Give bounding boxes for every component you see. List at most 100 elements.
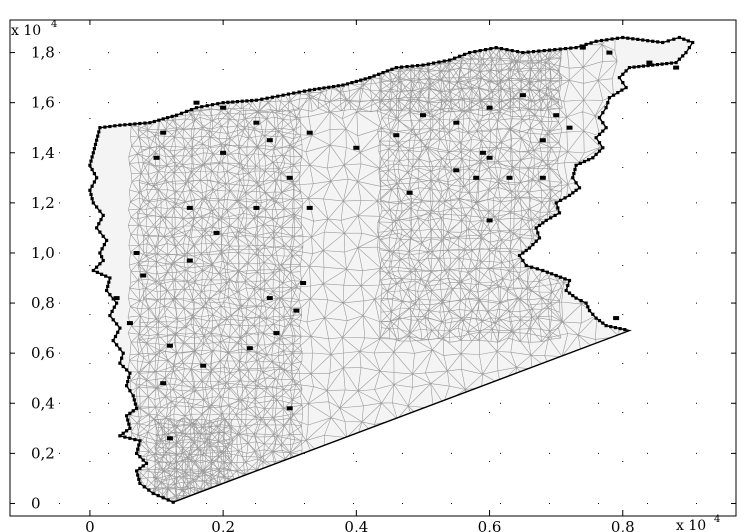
mesh-fine-east xyxy=(377,37,563,343)
boundary-node xyxy=(534,226,538,230)
boundary-node xyxy=(541,268,545,273)
boundary-node xyxy=(621,81,625,85)
boundary-node xyxy=(550,272,554,276)
boundary-node xyxy=(421,63,425,67)
boundary-node xyxy=(599,38,604,43)
sensor-point xyxy=(453,168,460,173)
boundary-node xyxy=(372,74,376,78)
boundary-node xyxy=(231,100,235,104)
boundary-node xyxy=(141,464,145,468)
boundary-node xyxy=(571,294,575,298)
boundary-node xyxy=(665,62,669,66)
boundary-node xyxy=(138,455,142,459)
boundary-node xyxy=(569,46,573,50)
boundary-node xyxy=(136,447,140,451)
boundary-node xyxy=(125,429,129,433)
boundary-node xyxy=(601,129,605,133)
boundary-node xyxy=(135,406,139,410)
boundary-node xyxy=(589,41,593,45)
boundary-node xyxy=(128,389,132,393)
boundary-node xyxy=(531,243,535,247)
boundary-node xyxy=(350,81,354,85)
boundary-node xyxy=(157,118,161,122)
boundary-node xyxy=(144,461,149,465)
boundary-node xyxy=(567,291,572,295)
boundary-node xyxy=(661,40,665,45)
boundary-node xyxy=(125,368,129,372)
boundary-node xyxy=(534,239,538,243)
boundary-node xyxy=(107,280,111,284)
boundary-node xyxy=(97,130,101,134)
sensor-point xyxy=(113,296,120,301)
boundary-node xyxy=(250,98,254,103)
boundary-node xyxy=(136,473,140,477)
boundary-node xyxy=(111,297,115,301)
boundary-node xyxy=(95,226,99,230)
sensor-point xyxy=(486,105,493,110)
boundary-node xyxy=(128,122,132,126)
boundary-node xyxy=(563,47,568,51)
boundary-node xyxy=(567,278,572,283)
sensor-point xyxy=(553,113,560,118)
boundary-node xyxy=(270,95,274,99)
sensor-point xyxy=(253,205,260,210)
sensor-point xyxy=(306,130,313,135)
y-tick-label: 0,8 xyxy=(31,294,55,312)
boundary-node xyxy=(121,351,125,355)
boundary-node xyxy=(210,103,215,107)
boundary-node xyxy=(559,198,563,202)
boundary-node xyxy=(582,159,587,164)
boundary-node xyxy=(631,37,635,41)
boundary-node xyxy=(627,66,631,70)
boundary-node xyxy=(563,196,567,200)
y-tick-label: 0 xyxy=(31,494,41,512)
boundary-node xyxy=(537,49,541,53)
boundary-node xyxy=(174,113,179,117)
sensor-point xyxy=(606,50,613,55)
sensor-point xyxy=(133,251,140,255)
boundary-node xyxy=(302,89,306,93)
boundary-node xyxy=(601,121,605,125)
boundary-node xyxy=(684,51,688,55)
boundary-node xyxy=(687,46,691,50)
boundary-node xyxy=(574,163,578,167)
boundary-node xyxy=(591,156,595,160)
boundary-node xyxy=(152,119,156,124)
boundary-node xyxy=(578,161,582,165)
boundary-node xyxy=(601,321,605,325)
boundary-node xyxy=(544,218,548,222)
x-tick-label: 0,4 xyxy=(344,518,368,532)
y-multiplier-exponent: 4 xyxy=(51,19,57,30)
boundary-node xyxy=(601,146,605,150)
boundary-node xyxy=(545,270,549,274)
boundary-node xyxy=(112,305,116,309)
sensor-point xyxy=(613,316,620,321)
boundary-node xyxy=(537,223,542,227)
boundary-node xyxy=(151,491,155,496)
boundary-node xyxy=(505,48,509,52)
boundary-node xyxy=(458,54,462,58)
boundary-node xyxy=(623,328,627,332)
sensor-points xyxy=(113,45,680,441)
boundary-node xyxy=(615,36,619,40)
boundary-node xyxy=(604,126,608,130)
boundary-node xyxy=(510,49,514,53)
boundary-node xyxy=(521,258,525,263)
boundary-node xyxy=(125,414,129,418)
sensor-point xyxy=(140,273,147,278)
boundary-node xyxy=(390,67,394,71)
y-tick-label: 1,4 xyxy=(31,144,55,162)
sensor-point xyxy=(286,406,293,411)
boundary-node xyxy=(637,65,641,69)
sensor-point xyxy=(453,120,460,125)
boundary-node xyxy=(604,324,608,328)
boundary-node xyxy=(584,42,588,46)
boundary-node xyxy=(166,498,170,502)
boundary-node xyxy=(89,159,93,163)
boundary-node xyxy=(292,91,296,95)
sensor-point xyxy=(273,331,280,336)
boundary-node xyxy=(572,172,576,176)
boundary-node xyxy=(101,213,105,217)
boundary-node xyxy=(95,176,99,180)
boundary-node xyxy=(597,132,602,136)
